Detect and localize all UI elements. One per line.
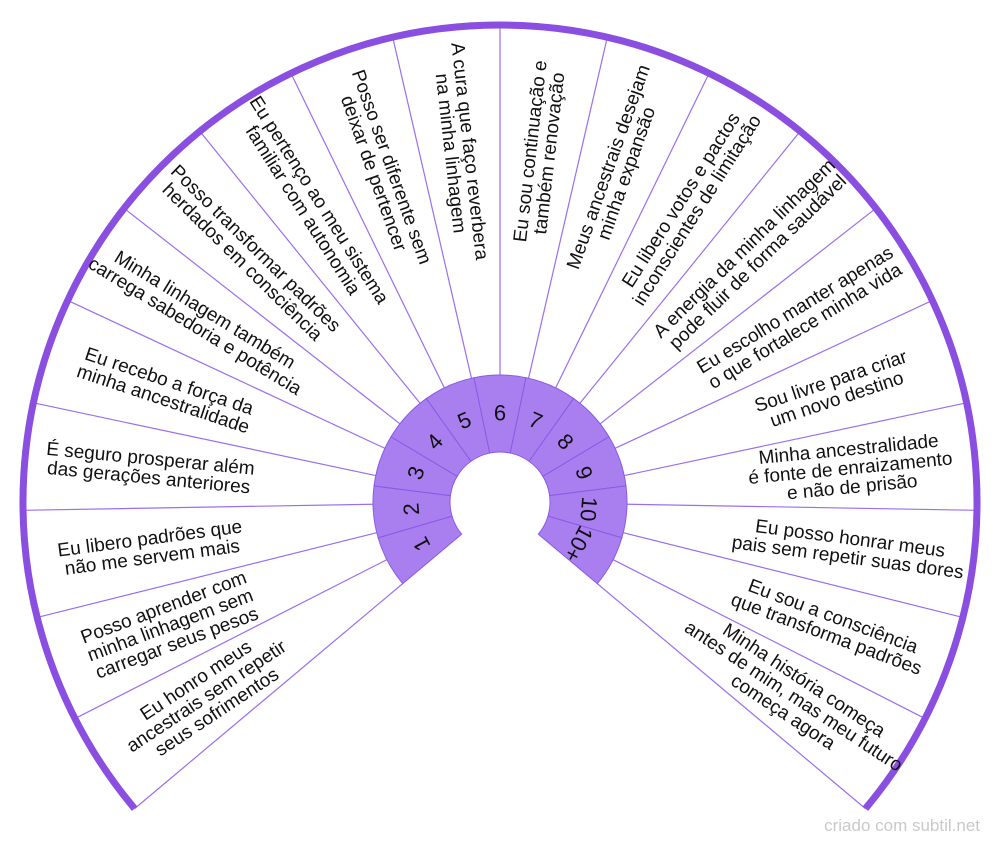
spoke-line bbox=[596, 583, 866, 810]
spoke-line bbox=[555, 73, 710, 389]
spoke-line bbox=[614, 299, 933, 449]
spoke-line bbox=[37, 532, 377, 618]
spoke-line bbox=[624, 402, 967, 477]
spoke-line bbox=[67, 299, 386, 449]
affirmation-label: É seguro prosperar alémdas gerações ante… bbox=[44, 439, 256, 499]
spoke-line bbox=[579, 130, 801, 404]
affirmation-label: Minha ancestralidadeé fonte de enraizame… bbox=[746, 430, 956, 508]
hub-number: 10 bbox=[575, 496, 602, 522]
spoke-line bbox=[74, 559, 388, 720]
affirmation-label: Sou livre para criarum novo destino bbox=[752, 346, 917, 435]
spoke-line bbox=[33, 402, 376, 477]
hub-number: 6 bbox=[494, 401, 506, 426]
spoke-line bbox=[626, 503, 977, 511]
affirmation-label: Eu libero padrões quenão me servem mais bbox=[56, 516, 246, 580]
spoke-line bbox=[23, 503, 374, 511]
spoke-line bbox=[199, 130, 421, 404]
outer-ring bbox=[19, 21, 981, 811]
spoke-line bbox=[612, 559, 926, 720]
spoke-line bbox=[123, 207, 401, 425]
spoke-line bbox=[290, 73, 445, 389]
spoke-line bbox=[134, 583, 404, 810]
spoke-line bbox=[623, 532, 963, 618]
spoke-line bbox=[599, 207, 877, 425]
spokes bbox=[23, 25, 977, 810]
spoke-line bbox=[392, 37, 473, 379]
spoke-line bbox=[527, 37, 608, 379]
hub-number: 2 bbox=[398, 502, 424, 516]
hub-segment-11[interactable] bbox=[537, 515, 623, 585]
watermark: criado com subtil.net bbox=[824, 816, 980, 835]
affirmation-label: Eu posso honrar meuspais sem repetir sua… bbox=[731, 513, 968, 583]
affirmation-label: Eu sou continuação etambém renovação bbox=[510, 59, 570, 245]
